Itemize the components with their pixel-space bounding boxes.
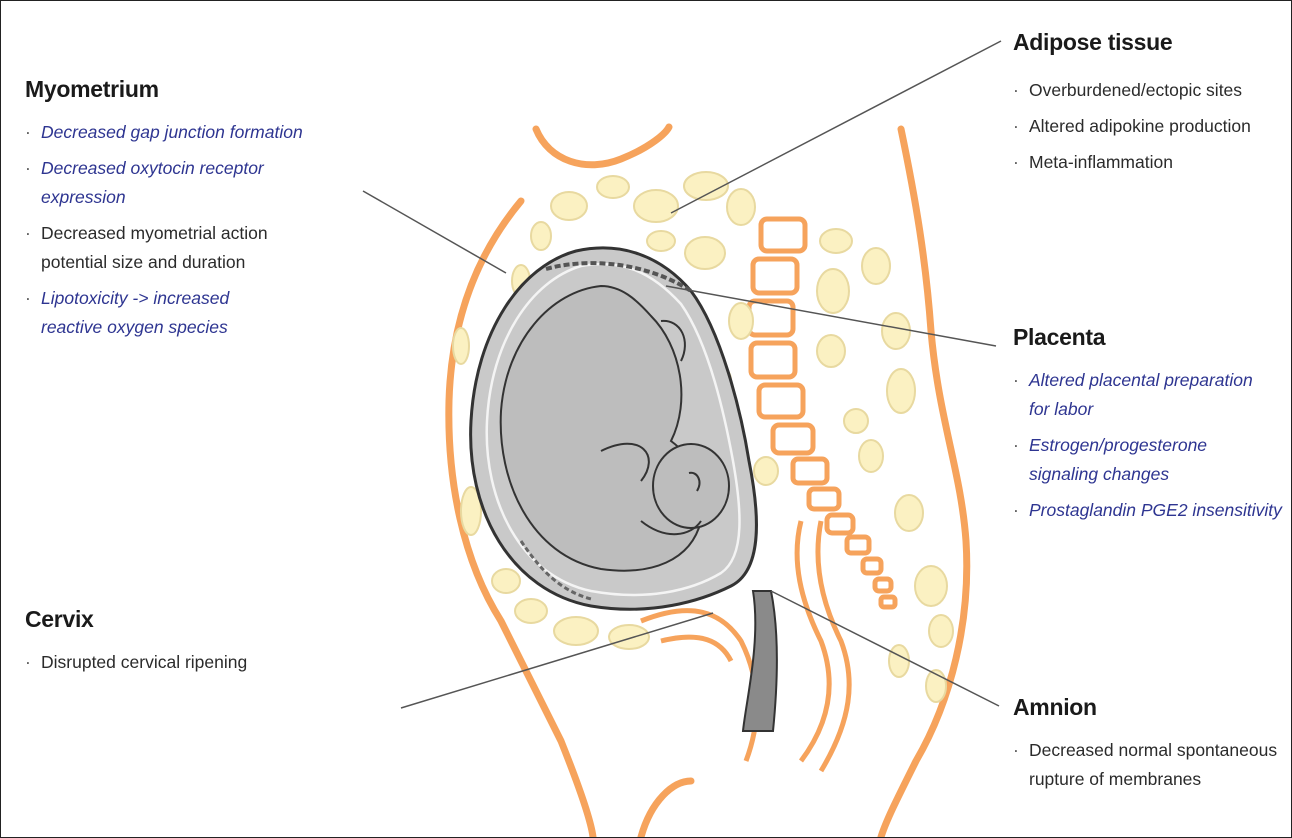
bullet-dot-icon: ·	[1013, 431, 1029, 460]
bullet-item: ·Prostaglandin PGE2 insensitivity	[1013, 496, 1282, 525]
amnion-section: Amnion ·Decreased normal spontaneous rupt…	[1013, 694, 1277, 801]
bullet-text: rupture of membranes	[1013, 765, 1277, 794]
myometrium-section: Myometrium ·Decreased gap junction forma…	[25, 76, 303, 349]
bullet-text: Decreased normal spontaneous	[1029, 740, 1277, 760]
bullet-text: Decreased oxytocin receptor	[41, 158, 264, 178]
myometrium-list: ·Decreased gap junction formation·Decrea…	[25, 118, 303, 342]
bullet-text: for labor	[1013, 395, 1282, 424]
placenta-title: Placenta	[1013, 324, 1282, 351]
cervix-section: Cervix ·Disrupted cervical ripening	[25, 606, 247, 684]
adipose-title: Adipose tissue	[1013, 29, 1251, 56]
adipose-section: Adipose tissue ·Overburdened/ectopic sit…	[1013, 29, 1251, 184]
bullet-text: Decreased gap junction formation	[41, 122, 303, 142]
bullet-item: ·Estrogen/progesterone signaling changes	[1013, 431, 1282, 489]
bullet-item: ·Decreased myometrial action potential si…	[25, 219, 303, 277]
bullet-dot-icon: ·	[1013, 496, 1029, 525]
bullet-dot-icon: ·	[1013, 76, 1029, 105]
bullet-text: Estrogen/progesterone	[1029, 435, 1207, 455]
adipose-list: ·Overburdened/ectopic sites·Altered adip…	[1013, 76, 1251, 177]
bullet-text: Altered adipokine production	[1029, 116, 1251, 136]
bullet-dot-icon: ·	[25, 284, 41, 313]
bullet-item: ·Meta-inflammation	[1013, 148, 1251, 177]
bullet-dot-icon: ·	[25, 648, 41, 677]
bullet-text: reactive oxygen species	[25, 313, 303, 342]
bullet-text: signaling changes	[1013, 460, 1282, 489]
bullet-text: Decreased myometrial action	[41, 223, 268, 243]
bullet-text: Lipotoxicity -> increased	[41, 288, 229, 308]
bullet-dot-icon: ·	[25, 219, 41, 248]
bullet-dot-icon: ·	[25, 118, 41, 147]
myometrium-title: Myometrium	[25, 76, 303, 103]
bullet-dot-icon: ·	[25, 154, 41, 183]
bullet-text: Disrupted cervical ripening	[41, 652, 247, 672]
amnion-list: ·Decreased normal spontaneous rupture of …	[1013, 736, 1277, 794]
bullet-text: Prostaglandin PGE2 insensitivity	[1029, 500, 1282, 520]
bullet-item: ·Decreased normal spontaneous rupture of …	[1013, 736, 1277, 794]
bullet-item: ·Disrupted cervical ripening	[25, 648, 247, 677]
cervix-title: Cervix	[25, 606, 247, 633]
bullet-item: ·Altered adipokine production	[1013, 112, 1251, 141]
bullet-text: Meta-inflammation	[1029, 152, 1173, 172]
bullet-text: expression	[25, 183, 303, 212]
bullet-text: potential size and duration	[25, 248, 303, 277]
bullet-dot-icon: ·	[1013, 366, 1029, 395]
bullet-text: Altered placental preparation	[1029, 370, 1253, 390]
bullet-item: ·Decreased gap junction formation	[25, 118, 303, 147]
bullet-item: ·Lipotoxicity -> increased reactive oxyge…	[25, 284, 303, 342]
bullet-dot-icon: ·	[1013, 148, 1029, 177]
amnion-title: Amnion	[1013, 694, 1277, 721]
bullet-item: ·Overburdened/ectopic sites	[1013, 76, 1251, 105]
bullet-item: ·Altered placental preparation for labor	[1013, 366, 1282, 424]
bullet-item: ·Decreased oxytocin receptor expression	[25, 154, 303, 212]
bullet-dot-icon: ·	[1013, 736, 1029, 765]
cervix-list: ·Disrupted cervical ripening	[25, 648, 247, 677]
bullet-dot-icon: ·	[1013, 112, 1029, 141]
bullet-text: Overburdened/ectopic sites	[1029, 80, 1242, 100]
